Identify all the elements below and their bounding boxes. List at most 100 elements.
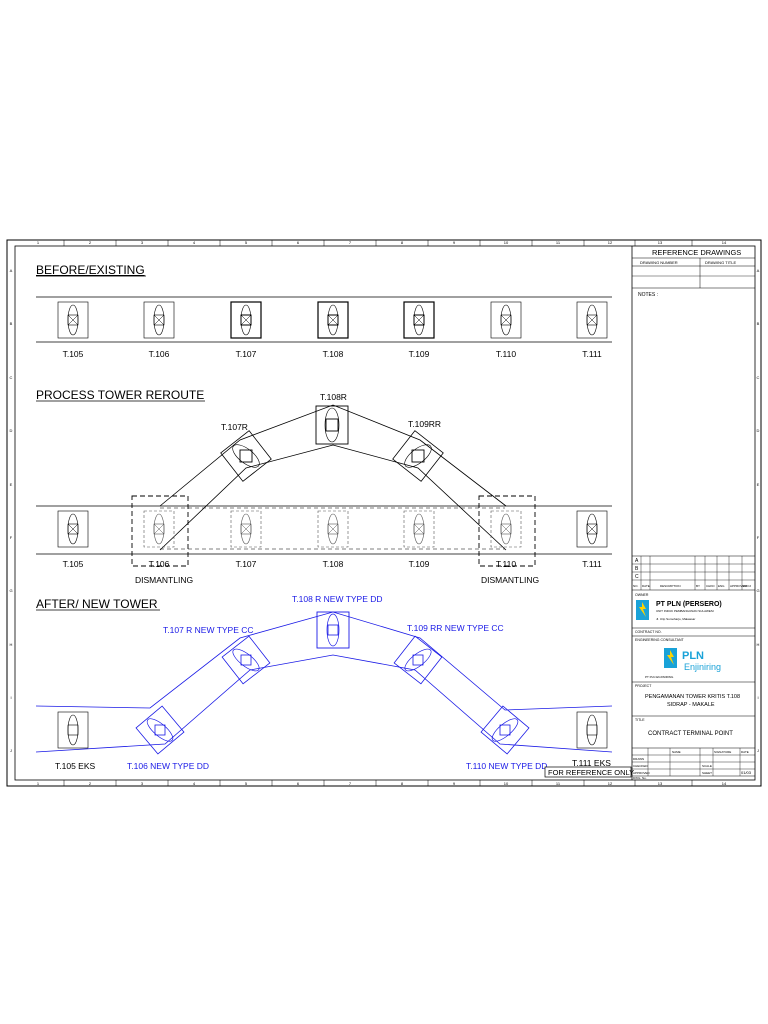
row-marker: D [10,428,13,433]
column-marker: 2 [89,781,92,786]
tower-box [220,430,272,482]
tower-brace [240,314,252,326]
column-marker: 5 [245,240,248,245]
column-marker: 9 [453,781,456,786]
before-tower [403,301,435,339]
column-marker: 13 [658,781,663,786]
tower-box [230,301,262,339]
owner-name: PT PLN (PERSERO) [656,601,722,608]
tower-core [327,624,339,636]
row-marker: J [10,748,12,753]
owner-label: OWNER [635,593,649,597]
label-t106-new: T.106 NEW TYPE DD [127,761,209,771]
title-label: TITLE [635,718,645,722]
row-marker: J [757,748,759,753]
tower-brace [413,523,425,535]
row-marker: H [757,642,760,647]
process-tower-label: T.111 [582,559,602,569]
column-marker: 1 [37,781,40,786]
label-t108r-new: T.108 R NEW TYPE DD [292,594,383,604]
rev-header: ENG [718,584,725,588]
consultant-label: ENGINEERING CONSULTANT [635,638,685,642]
tower-core [153,314,165,326]
sig-header: SIGNATURE [714,750,731,754]
before-tower-label: T.110 [496,349,516,359]
tower-core [586,523,598,535]
tower-core [586,724,598,736]
tower-core [500,523,512,535]
after-tower-t105 [57,711,89,749]
column-marker: 6 [297,240,300,245]
column-marker: 7 [349,781,352,786]
reroute-tower-t109rr [392,430,444,482]
before-tower-label: T.108 [323,349,344,359]
process-tower-label: T.108 [323,559,344,569]
tower-core [412,654,424,666]
rev-header: CHKD [706,584,715,588]
label-t107r-new: T.107 R NEW TYPE CC [163,625,254,635]
before-tower-label: T.109 [409,349,430,359]
tower-brace [500,523,512,535]
sig-header: DATE [741,750,749,754]
before-tower-label: T.107 [236,349,257,359]
revision-row-label: A [635,558,639,564]
process-tower-label: T.109 [409,559,430,569]
column-marker: 9 [453,240,456,245]
after-tower-t110 [480,705,530,755]
process-tower [490,510,522,548]
process-tower [317,510,349,548]
tower-symbol [326,613,340,647]
row-marker: C [757,375,760,380]
tower-core [499,724,511,736]
section-title-after: AFTER/ NEW TOWER [36,597,158,611]
before-tower [230,301,262,339]
tower-core [240,314,252,326]
section-title-before: BEFORE/EXISTING [36,263,145,277]
column-marker: 5 [245,781,248,786]
sig-row-label: APPROVED [633,771,651,775]
after-line-bottom [35,654,613,753]
reroute-line-bottom [159,444,507,551]
tower-brace [67,314,79,326]
process-tower [576,510,608,548]
row-marker: H [10,642,13,647]
column-marker: 7 [349,240,352,245]
column-marker: 6 [297,781,300,786]
column-marker: 13 [658,240,663,245]
drawing-number-header: DRAWING NUMBER [640,260,678,265]
tower-core [153,523,165,535]
tower-box [403,301,435,339]
tower-symbol [232,444,260,468]
tower-symbol [586,714,598,746]
tower-symbol [146,718,174,742]
rev-header: NO. [633,584,639,588]
column-marker: 12 [608,781,613,786]
project-label: PROJECT [635,684,652,688]
tower-core [239,449,253,463]
process-tower-label: T.107 [236,559,257,569]
column-marker: 10 [504,781,509,786]
sheet-label: SHEET [702,771,712,775]
column-marker: 3 [141,240,144,245]
tower-brace [413,314,425,326]
label-t111-eks: T.111 EKS [572,758,611,768]
scale-label: SCALE [702,764,712,768]
drawing-title: CONTRACT TERMINAL POINT [648,731,733,737]
dismantling-box-right [478,495,536,567]
row-marker: I [10,695,11,700]
tower-symbol [404,648,432,672]
tower-box [576,711,608,749]
dismantling-label-right: DISMANTLING [481,575,539,585]
column-marker: 4 [193,781,196,786]
tower-core [67,724,79,736]
tower-core [411,449,425,463]
tower-core [586,314,598,326]
label-t109rr: T.109RR [408,419,441,429]
tower-box [576,301,608,339]
tower-box [490,301,522,339]
after-tower-t111 [576,711,608,749]
tower-box [135,705,185,755]
